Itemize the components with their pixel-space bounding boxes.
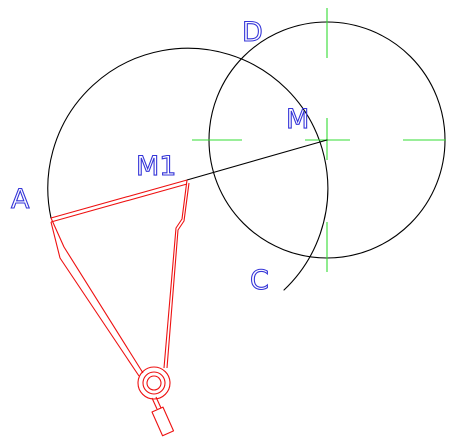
segment-m1-m	[186, 139, 328, 181]
label-point-a: A	[11, 184, 30, 215]
label-point-m: M	[286, 104, 309, 135]
drawing-compass-icon	[50, 179, 190, 437]
arc-around-m1	[47, 47, 329, 291]
center-mark-icon	[192, 8, 446, 272]
label-point-d: D	[242, 17, 263, 48]
label-point-m1: M1	[136, 151, 176, 182]
label-point-c: C	[250, 265, 269, 296]
